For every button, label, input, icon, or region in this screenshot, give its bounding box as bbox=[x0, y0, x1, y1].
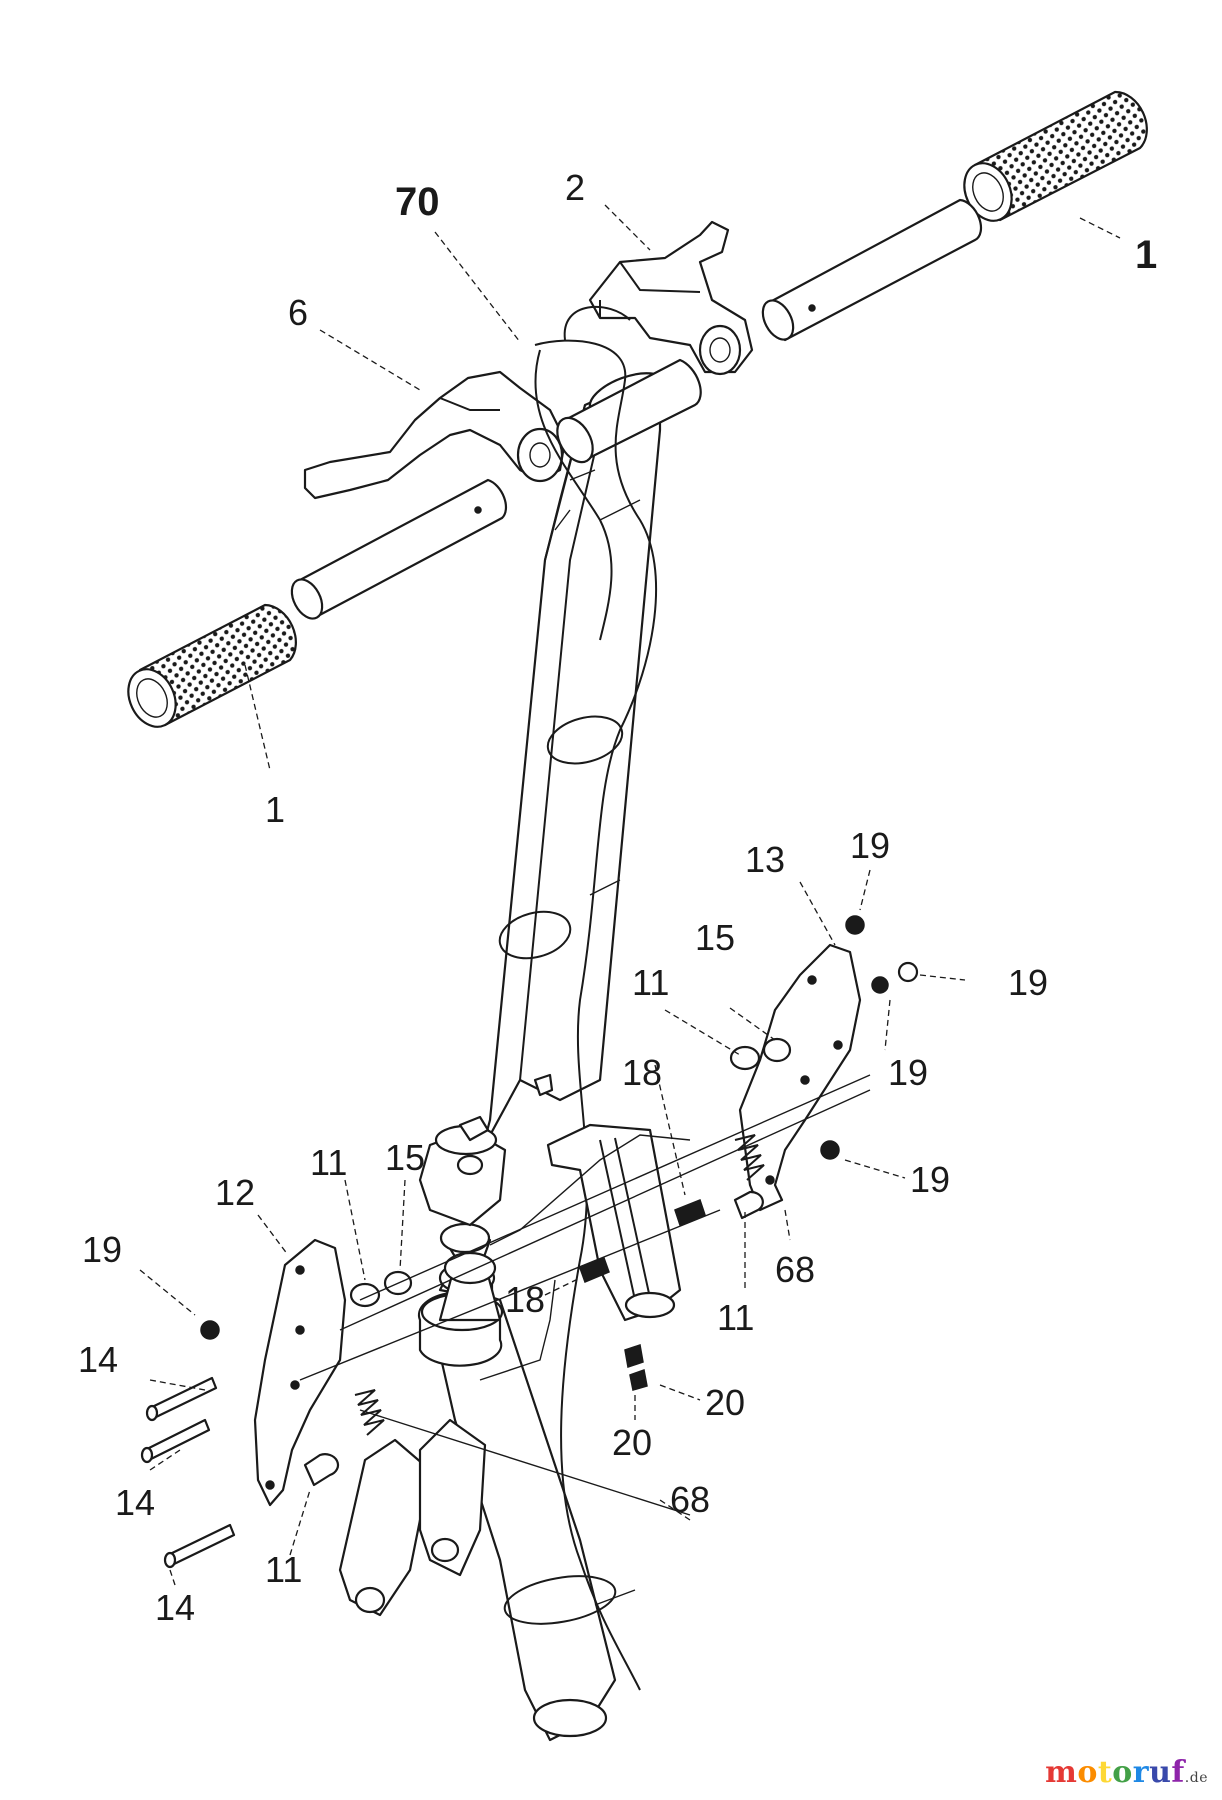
nuts bbox=[200, 915, 919, 1340]
label-14-a: 14 bbox=[78, 1339, 118, 1380]
left-handlebar-tube bbox=[290, 478, 508, 620]
label-11-lower: 11 bbox=[265, 1549, 302, 1590]
left-plate bbox=[253, 1238, 347, 1507]
motoruf-logo: motoruf.de bbox=[1045, 1755, 1208, 1790]
label-18-top: 18 bbox=[622, 1052, 662, 1093]
label-14-c: 14 bbox=[155, 1587, 195, 1628]
label-6: 6 bbox=[288, 292, 308, 333]
label-12: 12 bbox=[215, 1172, 255, 1213]
label-19-b: 19 bbox=[1008, 962, 1048, 1003]
left-grip bbox=[127, 603, 297, 728]
label-19-left: 19 bbox=[82, 1229, 122, 1270]
label-15-left: 15 bbox=[385, 1137, 425, 1178]
label-11-left: 11 bbox=[310, 1142, 347, 1183]
logo-letter: f bbox=[1171, 1755, 1185, 1790]
part-labels: 70 2 1 6 1 13 19 19 15 11 19 18 19 11 15… bbox=[78, 167, 1157, 1628]
leader-lines bbox=[139, 204, 1121, 1586]
bolts-18 bbox=[579, 1199, 706, 1283]
throttle-clamp bbox=[588, 220, 754, 376]
logo-letter: o bbox=[1077, 1755, 1098, 1790]
front-fork bbox=[338, 1124, 617, 1742]
brake-lever bbox=[303, 370, 567, 500]
brake-cable bbox=[498, 306, 658, 1691]
logo-letter: r bbox=[1132, 1755, 1150, 1790]
bushings bbox=[303, 1037, 792, 1487]
logo-letter: o bbox=[1112, 1755, 1133, 1790]
label-20-b: 20 bbox=[612, 1422, 652, 1463]
label-1-left: 1 bbox=[265, 789, 285, 830]
folding-bracket bbox=[546, 1123, 682, 1391]
label-68-bottom: 68 bbox=[670, 1479, 710, 1520]
label-20-a: 20 bbox=[705, 1382, 745, 1423]
label-14-b: 14 bbox=[115, 1482, 155, 1523]
logo-letter: m bbox=[1045, 1755, 1078, 1790]
steering-column bbox=[480, 358, 702, 1152]
logo-tld: .de bbox=[1184, 1770, 1208, 1786]
label-15-right: 15 bbox=[695, 917, 735, 958]
label-11-right: 11 bbox=[632, 962, 669, 1003]
spring-right bbox=[734, 1134, 765, 1181]
right-plate bbox=[738, 943, 862, 1212]
label-70: 70 bbox=[395, 180, 440, 224]
label-19-c: 19 bbox=[888, 1052, 928, 1093]
label-1-top: 1 bbox=[1135, 233, 1157, 277]
logo-letter: u bbox=[1149, 1755, 1172, 1790]
label-2: 2 bbox=[565, 167, 585, 208]
label-13: 13 bbox=[745, 839, 785, 880]
label-11-bottom: 11 bbox=[717, 1297, 754, 1338]
label-68-right: 68 bbox=[775, 1249, 815, 1290]
right-grip bbox=[963, 90, 1148, 222]
label-19-d: 19 bbox=[910, 1159, 950, 1200]
label-19-a: 19 bbox=[850, 825, 890, 866]
logo-letter: t bbox=[1097, 1755, 1113, 1790]
spring-left bbox=[354, 1389, 385, 1436]
pins-14 bbox=[140, 1376, 236, 1569]
label-18-bottom: 18 bbox=[505, 1279, 545, 1320]
assembly-lines bbox=[299, 1074, 871, 1516]
right-handlebar-tube bbox=[761, 198, 983, 342]
